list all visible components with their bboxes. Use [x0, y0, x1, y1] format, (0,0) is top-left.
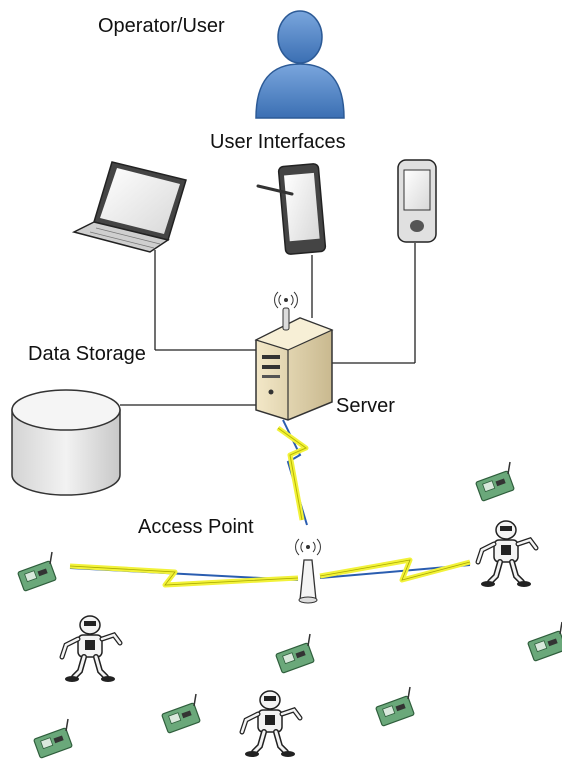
server-icon — [254, 291, 334, 421]
operator-user-icon — [255, 10, 345, 119]
wireless-link-left — [69, 563, 299, 588]
access-point-icon — [295, 538, 321, 604]
robot-icon — [62, 616, 120, 682]
sensor-module-icon — [32, 718, 74, 759]
user-interfaces-label: User Interfaces — [210, 131, 346, 153]
sensor-module-icon — [474, 461, 516, 502]
operator-user-label: Operator/User — [98, 15, 225, 37]
robot-icon — [242, 691, 300, 757]
sensor-module-icon — [16, 551, 58, 592]
pda-icon — [397, 159, 437, 243]
sensor-module-icon — [160, 693, 202, 734]
sensor-module-icon — [374, 686, 416, 727]
sensor-module-icon — [274, 633, 316, 674]
access-point-label: Access Point — [138, 516, 254, 538]
wireless-link-server-ap — [276, 419, 309, 526]
data-storage-icon — [11, 389, 121, 496]
laptop-icon — [71, 161, 187, 253]
wireless-link-right — [319, 557, 471, 583]
wired-links — [120, 243, 416, 406]
data-storage-label: Data Storage — [28, 343, 146, 365]
robot-icon — [478, 521, 536, 587]
sensor-module-icon — [526, 621, 562, 662]
tablet-icon — [256, 163, 327, 255]
server-label: Server — [336, 395, 395, 417]
